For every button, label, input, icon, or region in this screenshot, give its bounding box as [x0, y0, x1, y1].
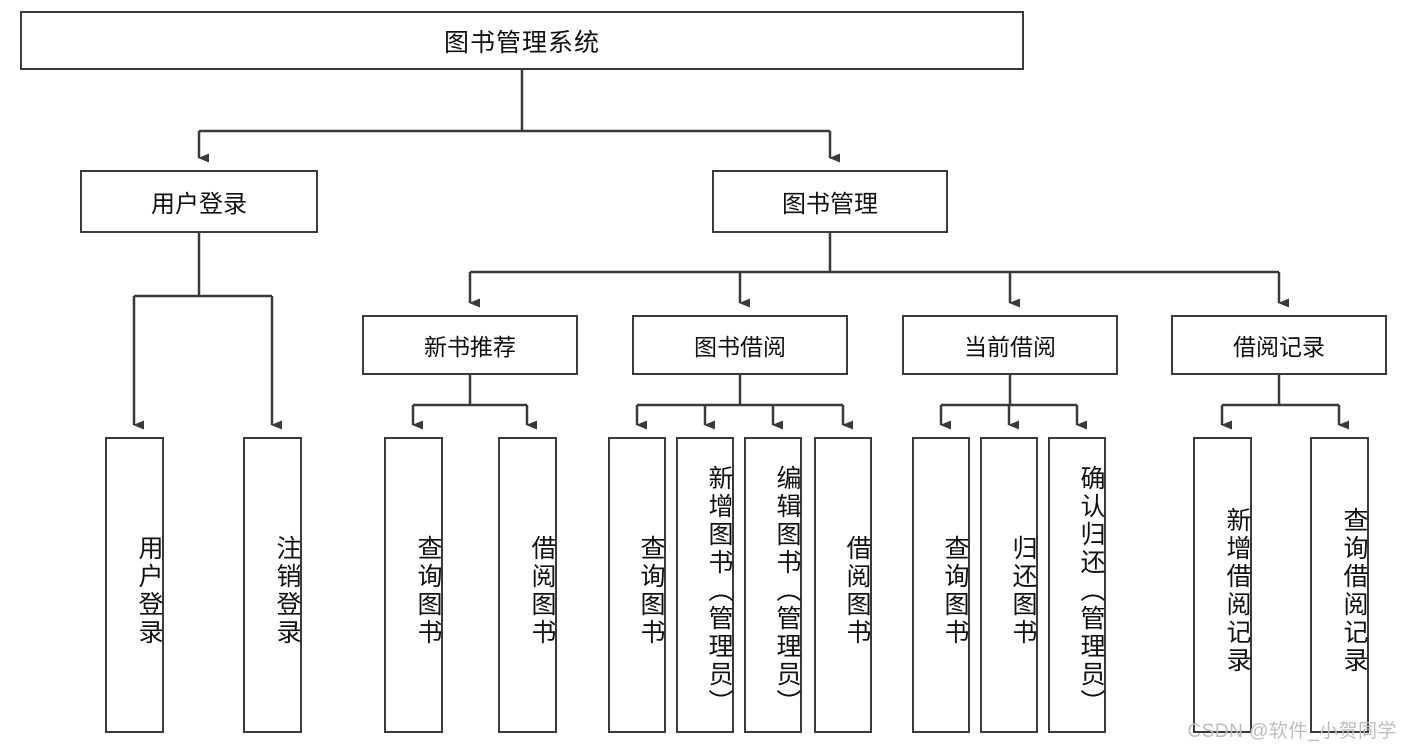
node-user-login[interactable]: 用户登录	[80, 170, 318, 233]
node-book-management[interactable]: 图书管理	[712, 170, 948, 233]
leaf-borrow-book[interactable]: 借阅图书	[814, 437, 872, 733]
node-label: 新增图书（管理员）	[705, 465, 733, 717]
leaf-logout-login[interactable]: 注销登录	[243, 437, 302, 733]
node-label: 借阅记录	[1233, 334, 1325, 360]
node-label: 新增借阅记录	[1223, 507, 1251, 675]
leaf-query-book-recommend[interactable]: 查询图书	[384, 437, 443, 733]
node-label: 查询图书	[637, 535, 665, 647]
watermark: CSDN @软件_小贺同学	[1187, 721, 1397, 742]
leaf-edit-book-admin[interactable]: 编辑图书（管理员）	[744, 437, 802, 733]
leaf-return-book[interactable]: 归还图书	[980, 437, 1038, 733]
node-label: 确认归还（管理员）	[1077, 465, 1105, 717]
node-new-book-recommend[interactable]: 新书推荐	[362, 315, 578, 375]
node-root-book-management-system[interactable]: 图书管理系统	[20, 11, 1024, 70]
node-label: 借阅图书	[528, 535, 556, 647]
node-label: 用户登录	[135, 535, 163, 647]
node-book-borrow[interactable]: 图书借阅	[632, 315, 848, 375]
leaf-query-book-current[interactable]: 查询图书	[912, 437, 970, 733]
node-label: 图书管理系统	[443, 28, 600, 57]
node-current-borrow[interactable]: 当前借阅	[902, 315, 1118, 375]
leaf-user-login[interactable]: 用户登录	[105, 437, 164, 733]
node-label: 图书借阅	[694, 334, 786, 360]
node-label: 查询借阅记录	[1340, 507, 1368, 675]
node-label: 编辑图书（管理员）	[773, 465, 801, 717]
node-label: 借阅图书	[843, 535, 871, 647]
node-label: 当前借阅	[964, 334, 1056, 360]
leaf-add-book-admin[interactable]: 新增图书（管理员）	[676, 437, 734, 733]
node-borrow-record[interactable]: 借阅记录	[1171, 315, 1387, 375]
node-label: 图书管理	[782, 191, 878, 218]
leaf-borrow-book-recommend[interactable]: 借阅图书	[498, 437, 557, 733]
leaf-query-book-borrow[interactable]: 查询图书	[608, 437, 666, 733]
node-label: 新书推荐	[424, 334, 516, 360]
leaf-query-borrow-record[interactable]: 查询借阅记录	[1310, 437, 1369, 733]
node-label: 注销登录	[273, 535, 301, 647]
node-label: 归还图书	[1009, 535, 1037, 647]
leaf-add-borrow-record[interactable]: 新增借阅记录	[1193, 437, 1252, 733]
leaf-confirm-return-admin[interactable]: 确认归还（管理员）	[1048, 437, 1106, 733]
node-label: 查询图书	[414, 535, 442, 647]
node-label: 查询图书	[941, 535, 969, 647]
node-label: 用户登录	[151, 191, 247, 218]
